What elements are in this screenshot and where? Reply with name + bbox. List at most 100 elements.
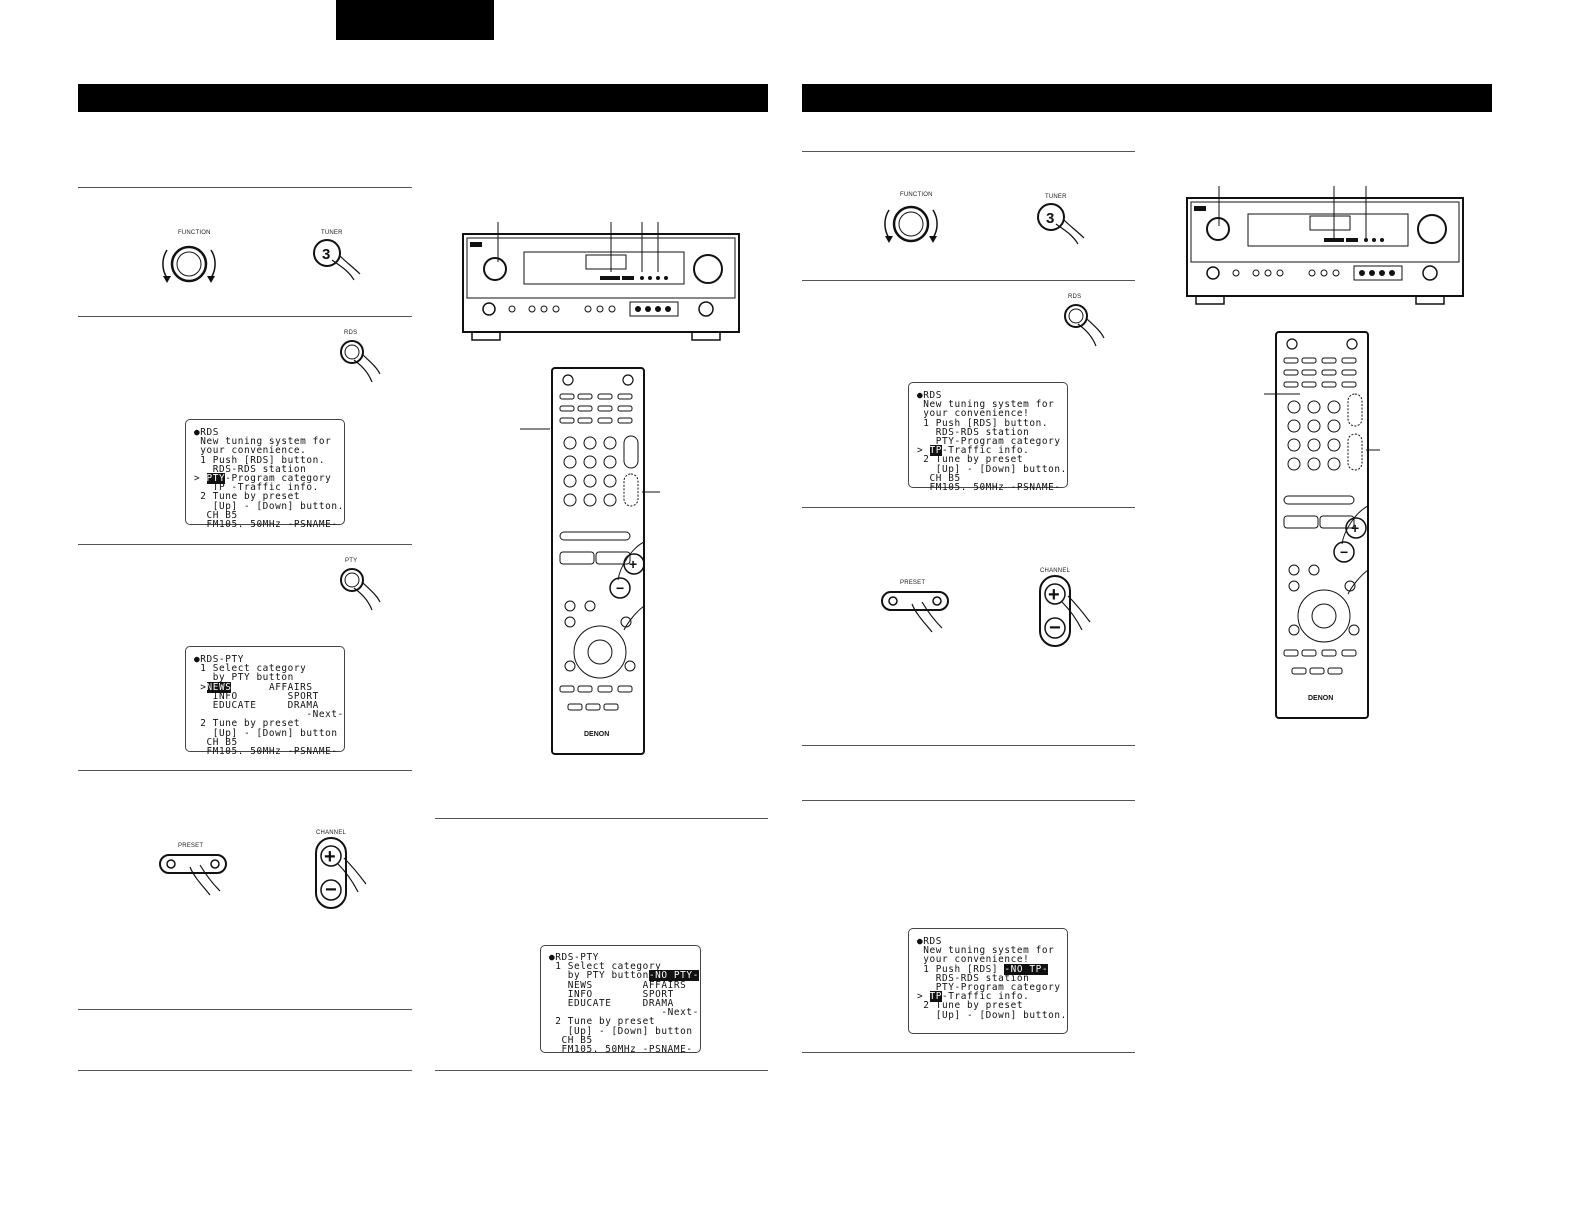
remote-control: + − DENON bbox=[1244, 330, 1394, 722]
step-divider bbox=[435, 818, 768, 819]
osd-highlight: TP bbox=[929, 445, 942, 457]
osd-line: 1 Push [RDS] bbox=[917, 963, 1005, 975]
osd-highlight: TP bbox=[929, 991, 942, 1003]
step-divider bbox=[78, 316, 412, 317]
step-divider bbox=[802, 280, 1135, 281]
step-divider bbox=[802, 1052, 1135, 1053]
osd-line: CH B5 bbox=[549, 1034, 593, 1046]
svg-text:−: − bbox=[325, 879, 337, 901]
osd-line: your convenience! bbox=[917, 408, 1030, 420]
osd-line: by PTY button bbox=[549, 970, 649, 982]
step-divider bbox=[802, 507, 1135, 508]
preset-label: PRESET bbox=[900, 580, 926, 586]
channel-label: CHANNEL bbox=[1040, 568, 1071, 574]
osd-cursor: > bbox=[917, 445, 930, 457]
step-divider bbox=[78, 544, 412, 545]
svg-text:−: − bbox=[616, 580, 624, 596]
channel-control-illustration: CHANNEL + − bbox=[312, 830, 372, 912]
osd-line: [Up] - [Down] button bbox=[549, 1025, 693, 1037]
osd-line: New tuning system for bbox=[917, 399, 1055, 411]
tuner-button-illustration: TUNER 3 bbox=[310, 228, 370, 288]
osd-cursor: > bbox=[917, 991, 930, 1003]
osd-line: ●RDS-PTY bbox=[194, 654, 244, 665]
svg-text:+: + bbox=[629, 556, 637, 572]
osd-line: -Traffic info. bbox=[942, 445, 1030, 457]
osd-line: 2 Tune by preset bbox=[194, 491, 301, 503]
osd-highlight: -NO TP- bbox=[1004, 963, 1049, 975]
osd-line: FM105. 50MHz -PSNAME- bbox=[194, 746, 338, 758]
svg-text:−: − bbox=[1049, 617, 1061, 639]
osd-line: FM105. 50MHz -PSNAME- bbox=[549, 1044, 693, 1056]
osd-line: CH B5 bbox=[194, 509, 238, 521]
pty-button-illustration: PTY bbox=[336, 558, 386, 616]
osd-line: ●RDS bbox=[917, 936, 942, 947]
step-divider bbox=[78, 187, 412, 188]
channel-label: CHANNEL bbox=[316, 830, 347, 836]
step-divider bbox=[78, 1009, 412, 1010]
osd-line: 2 Tune by preset bbox=[917, 1000, 1024, 1012]
left-section-header-bar bbox=[78, 84, 768, 112]
step-divider bbox=[78, 1070, 412, 1071]
remote-brand: DENON bbox=[584, 731, 609, 738]
osd-line: FM105. 50MHz -PSNAME- bbox=[194, 519, 338, 531]
remote-control: + − DENON bbox=[520, 366, 670, 758]
svg-text:+: + bbox=[324, 846, 336, 868]
osd-screen-no-pty: ●RDS-PTY 1 Select category by PTY button… bbox=[540, 945, 701, 1056]
step-divider bbox=[435, 1070, 768, 1071]
osd-line: [Up] - [Down] button. bbox=[917, 463, 1067, 475]
pty-button-label: PTY bbox=[345, 558, 358, 564]
osd-line: 2 Tune by preset bbox=[194, 718, 301, 730]
osd-screen-rds-tp: ●RDS New tuning system for your convenie… bbox=[908, 382, 1068, 492]
svg-text:+: + bbox=[1351, 520, 1359, 536]
osd-line: INFO SPORT bbox=[549, 988, 674, 1000]
osd-screen-rds-pty: ●RDS New tuning system for your convenie… bbox=[185, 419, 345, 529]
osd-line: 1 Push [RDS] button. bbox=[194, 454, 326, 466]
osd-line: ●RDS-PTY bbox=[549, 952, 599, 963]
osd-line: 1 Select category bbox=[549, 961, 662, 973]
osd-line: 1 Select category bbox=[194, 663, 307, 675]
osd-line: FM105. 50MHz -PSNAME- bbox=[917, 482, 1061, 494]
preset-control-illustration: PRESET bbox=[158, 843, 248, 901]
osd-line: CH B5 bbox=[194, 736, 238, 748]
osd-line: your convenience. bbox=[194, 445, 307, 457]
language-tab bbox=[336, 0, 494, 40]
osd-line: ●RDS bbox=[917, 390, 942, 401]
osd-line: New tuning system for bbox=[917, 945, 1055, 957]
osd-line: TP -Traffic info. bbox=[194, 482, 319, 494]
svg-text:+: + bbox=[1048, 584, 1060, 606]
osd-line: PTY-Program category bbox=[917, 982, 1061, 994]
osd-line: [Up] - [Down] button. bbox=[917, 1009, 1067, 1021]
step-divider bbox=[802, 800, 1135, 801]
osd-line: RDS-RDS station bbox=[917, 426, 1030, 438]
osd-line: EDUCATE DRAMA bbox=[194, 700, 319, 712]
rds-button-illustration: RDS bbox=[1060, 294, 1110, 352]
osd-highlight: PTY bbox=[206, 473, 226, 485]
channel-control-illustration: CHANNEL + − bbox=[1036, 568, 1096, 650]
osd-line: NEWS AFFAIRS bbox=[549, 979, 687, 991]
osd-screen-pty-select: ●RDS-PTY 1 Select category by PTY button… bbox=[185, 646, 345, 756]
osd-line: [Up] - [Down] button. bbox=[194, 500, 344, 512]
function-knob-illustration: FUNCTION bbox=[880, 192, 942, 252]
tuner-button-label: TUNER bbox=[1045, 194, 1067, 200]
tuner-button-label: TUNER bbox=[321, 230, 343, 236]
receiver-front-panel bbox=[1186, 186, 1466, 308]
osd-line: INFO SPORT bbox=[194, 690, 319, 702]
osd-cursor: > bbox=[194, 681, 207, 693]
osd-line: -Next- bbox=[194, 709, 344, 721]
remote-brand: DENON bbox=[1308, 695, 1333, 702]
osd-line: EDUCATE DRAMA bbox=[549, 998, 674, 1010]
function-knob-illustration: FUNCTION bbox=[158, 230, 220, 290]
osd-line: your convenience! bbox=[917, 954, 1030, 966]
osd-screen-no-tp: ●RDS New tuning system for your convenie… bbox=[908, 928, 1068, 1034]
tuner-button-illustration: TUNER 3 bbox=[1034, 192, 1094, 252]
osd-line: RDS-RDS station bbox=[917, 972, 1030, 984]
right-section-header-bar bbox=[802, 84, 1492, 112]
tuner-digit: 3 bbox=[322, 246, 330, 263]
osd-highlight: -NO PTY- bbox=[648, 970, 699, 982]
osd-line: AFFAIRS bbox=[231, 681, 313, 693]
osd-line: 2 Tune by preset bbox=[549, 1016, 656, 1028]
osd-line: RDS-RDS station bbox=[194, 463, 307, 475]
receiver-front-panel bbox=[462, 222, 742, 344]
osd-cursor: > bbox=[194, 473, 207, 485]
function-knob-label: FUNCTION bbox=[178, 230, 211, 236]
